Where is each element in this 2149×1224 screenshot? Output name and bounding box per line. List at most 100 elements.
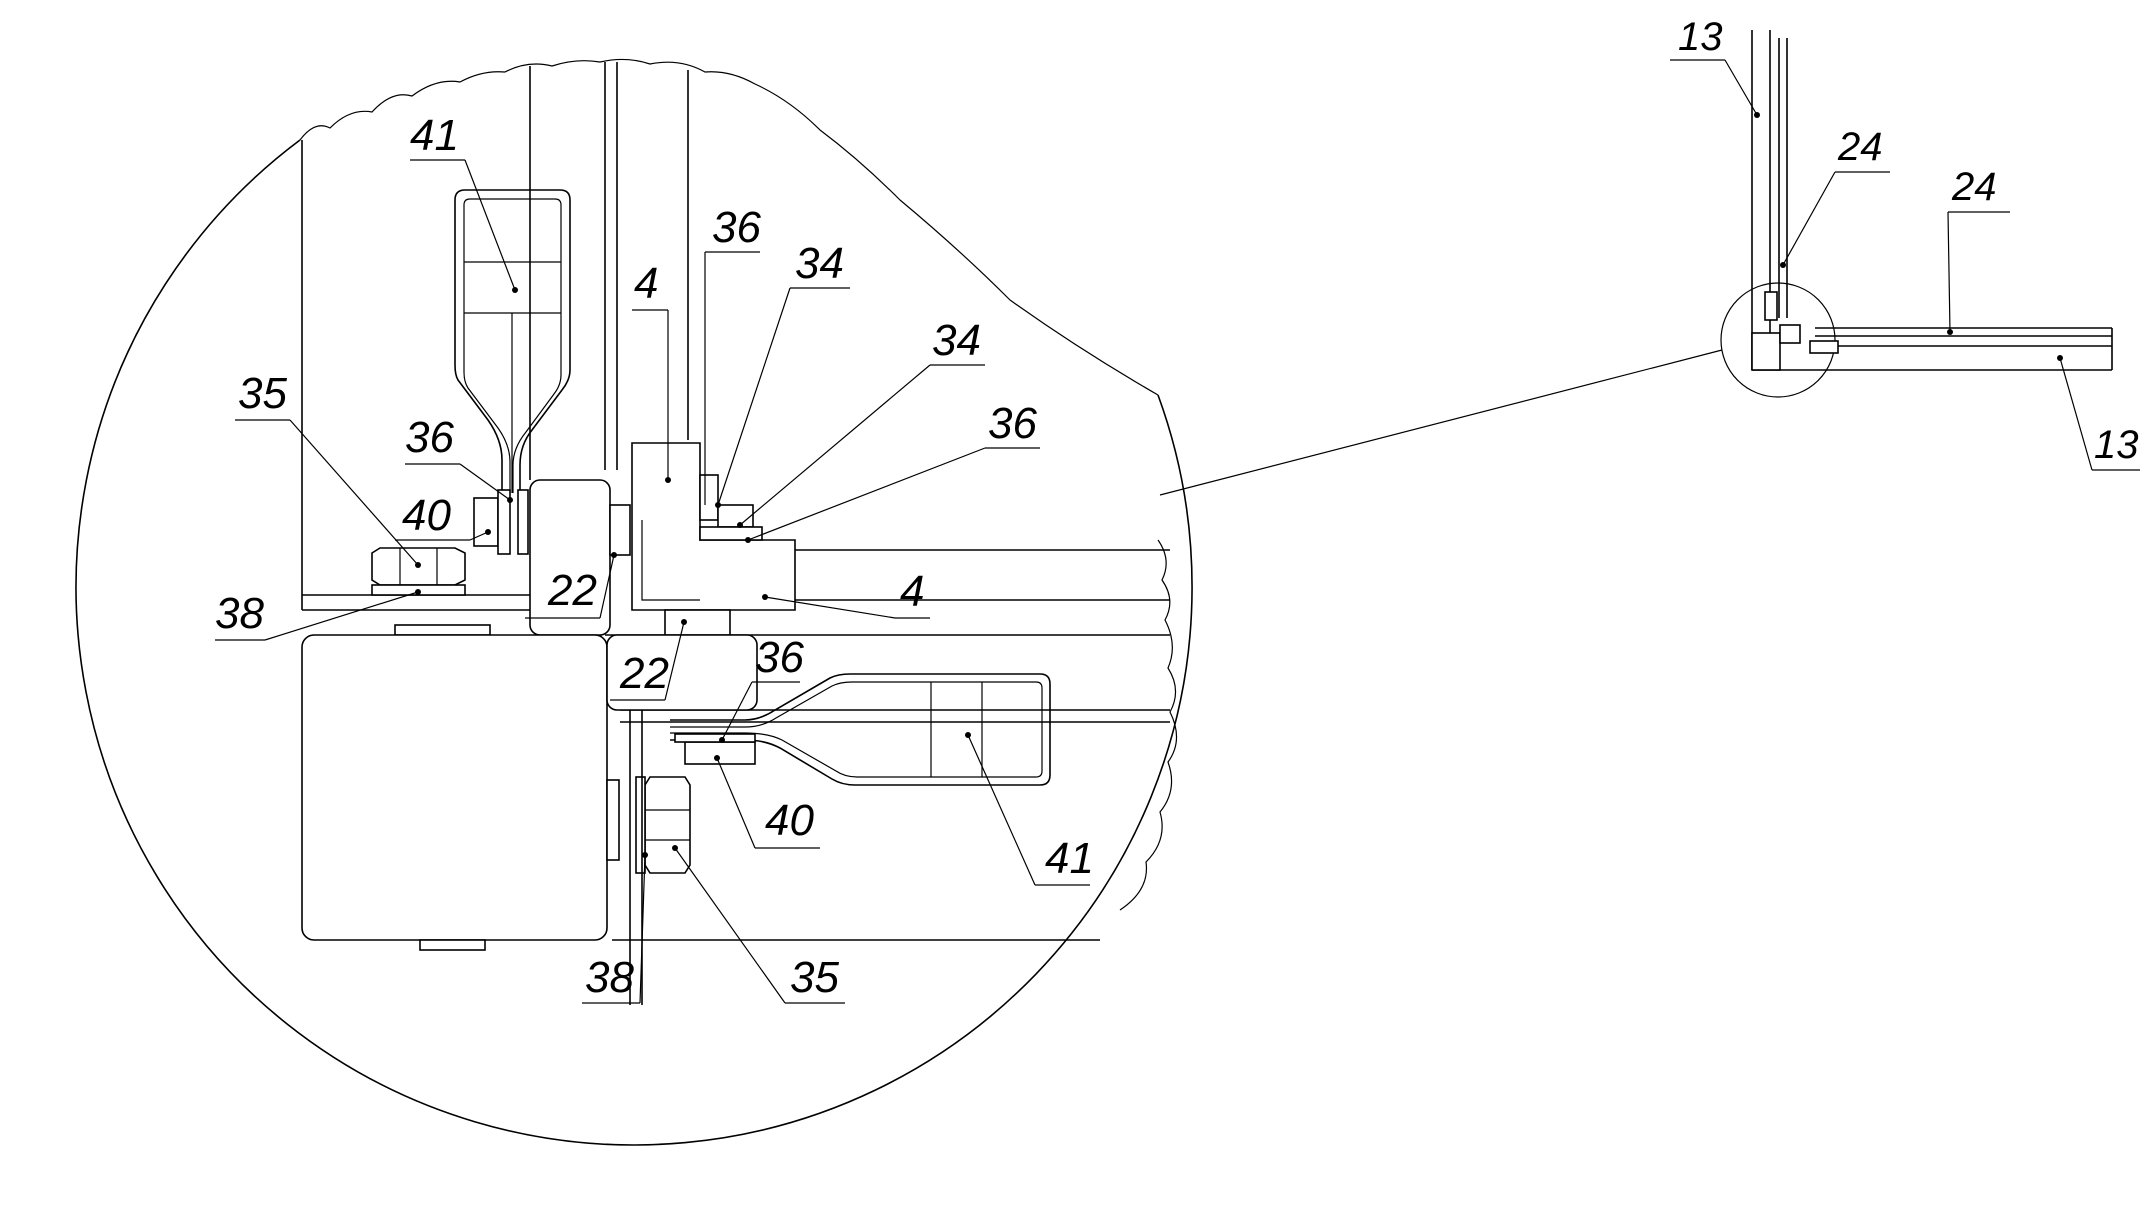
leader-41b-dot xyxy=(965,732,971,738)
pad-left-side xyxy=(606,779,620,861)
block-lower-22 xyxy=(606,634,758,711)
label-34-second: 34 xyxy=(932,316,981,365)
pad-bottom xyxy=(419,939,486,951)
pad-upper-2 xyxy=(664,609,731,636)
leader-38b-dot xyxy=(642,852,648,858)
overview-view xyxy=(1720,30,2113,398)
leader-35a-dot xyxy=(415,562,421,568)
label-22-lower: 22 xyxy=(619,649,669,698)
leader-4b xyxy=(764,596,896,619)
leader-34a xyxy=(717,287,791,506)
leader-40b xyxy=(716,757,756,849)
washer-lower-38 xyxy=(635,776,646,874)
leader-22a xyxy=(599,554,615,619)
label-13-overview-top: 13 xyxy=(1678,15,1723,59)
label-4-top: 4 xyxy=(634,259,658,308)
leader-38b xyxy=(639,854,646,1004)
label-36-top: 36 xyxy=(712,203,761,252)
detail-view xyxy=(75,58,1193,1146)
leader-36d-dot xyxy=(719,737,725,743)
part-labels: 41 36 34 4 34 36 35 36 40 22 4 38 22 36 … xyxy=(215,15,2139,1002)
overview-corner-block xyxy=(1751,332,1781,371)
detail-circle-outline xyxy=(75,139,1193,1146)
overview-detail-circle xyxy=(1720,282,1836,398)
overview-profile xyxy=(1779,324,1801,344)
bolt-head-lower-35 xyxy=(644,776,691,874)
leader-24b xyxy=(1947,211,1951,333)
label-22-upper: 22 xyxy=(547,566,597,615)
spacer-upper xyxy=(609,504,631,556)
leader-13b xyxy=(2059,357,2093,471)
bracket-cage-lower xyxy=(670,673,1051,786)
label-38-upper: 38 xyxy=(215,589,264,638)
leader-22b xyxy=(664,621,685,701)
washer-upper-36 xyxy=(497,489,511,555)
label-40-upper: 40 xyxy=(402,491,451,540)
leader-40b-dot xyxy=(714,755,720,761)
block-large-lower xyxy=(301,634,608,941)
leader-38a xyxy=(264,591,419,641)
leader-13a-dot xyxy=(1754,112,1760,118)
label-36-lower: 36 xyxy=(755,633,804,682)
bracket-cage-upper-inner xyxy=(463,198,562,493)
label-36-second: 36 xyxy=(988,399,1037,448)
corner-profile-4 xyxy=(631,442,796,611)
break-line-right xyxy=(1119,539,1178,911)
leader-22a-dot xyxy=(611,552,617,558)
leader-34b xyxy=(739,364,931,526)
leader-36c xyxy=(459,463,511,501)
leader-40a xyxy=(469,531,489,541)
leader-24b-dot xyxy=(1947,329,1953,335)
leader-38a-dot xyxy=(415,589,421,595)
leader-41b xyxy=(967,734,1036,886)
label-35-upper: 35 xyxy=(238,369,287,418)
angle-36 xyxy=(699,526,763,541)
leader-36d xyxy=(721,681,753,741)
angle-34b xyxy=(717,504,754,528)
leader-13a xyxy=(1724,59,1758,116)
leader-24a xyxy=(1782,171,1836,266)
leader-35a xyxy=(289,419,419,566)
leader-22b-dot xyxy=(681,619,687,625)
leader-36b-dot xyxy=(745,537,751,543)
leader-35b-dot xyxy=(672,845,678,851)
label-4-lower: 4 xyxy=(900,567,924,616)
leader-lines xyxy=(215,59,2140,1004)
washer-upper-36b xyxy=(517,489,529,555)
label-41-upper: 41 xyxy=(410,111,459,160)
label-13-overview-right: 13 xyxy=(2094,423,2139,467)
leader-13b-dot xyxy=(2057,355,2063,361)
leader-4a-dot xyxy=(665,477,671,483)
leader-40a-dot xyxy=(485,529,491,535)
bracket-cage-upper xyxy=(454,189,571,493)
label-24-overview-vertical: 24 xyxy=(1837,125,1883,169)
leader-41a-dot xyxy=(512,287,518,293)
leader-36c-dot xyxy=(507,497,513,503)
leader-41a xyxy=(464,159,516,291)
pad-upper-1 xyxy=(394,624,491,636)
label-38-lower: 38 xyxy=(585,953,634,1002)
leader-34a-dot xyxy=(715,502,721,508)
label-35-lower: 35 xyxy=(790,953,839,1002)
label-36-left: 36 xyxy=(405,413,454,462)
corner-profile-4-inner xyxy=(641,520,700,601)
label-41-lower: 41 xyxy=(1045,834,1094,883)
break-line-top xyxy=(299,58,1159,396)
nut-lower-40 xyxy=(684,741,756,765)
overview-bracket-horizontal xyxy=(1809,340,1839,354)
label-34-top: 34 xyxy=(795,239,844,288)
leader-35b xyxy=(674,847,786,1004)
washer-lower-36 xyxy=(674,733,756,743)
label-24-overview-horizontal: 24 xyxy=(1951,165,1997,209)
leader-4b-dot xyxy=(762,594,768,600)
bracket-cage-lower-inner xyxy=(670,681,1043,778)
nut-upper-40 xyxy=(473,497,499,547)
angle-34a xyxy=(699,474,719,521)
leader-24a-dot xyxy=(1780,262,1786,268)
overview-bracket-vertical xyxy=(1764,291,1778,321)
leader-34b-dot xyxy=(737,522,743,528)
detail-connector-line xyxy=(1159,349,1723,496)
label-40-lower: 40 xyxy=(765,796,814,845)
leader-36b xyxy=(747,447,986,541)
